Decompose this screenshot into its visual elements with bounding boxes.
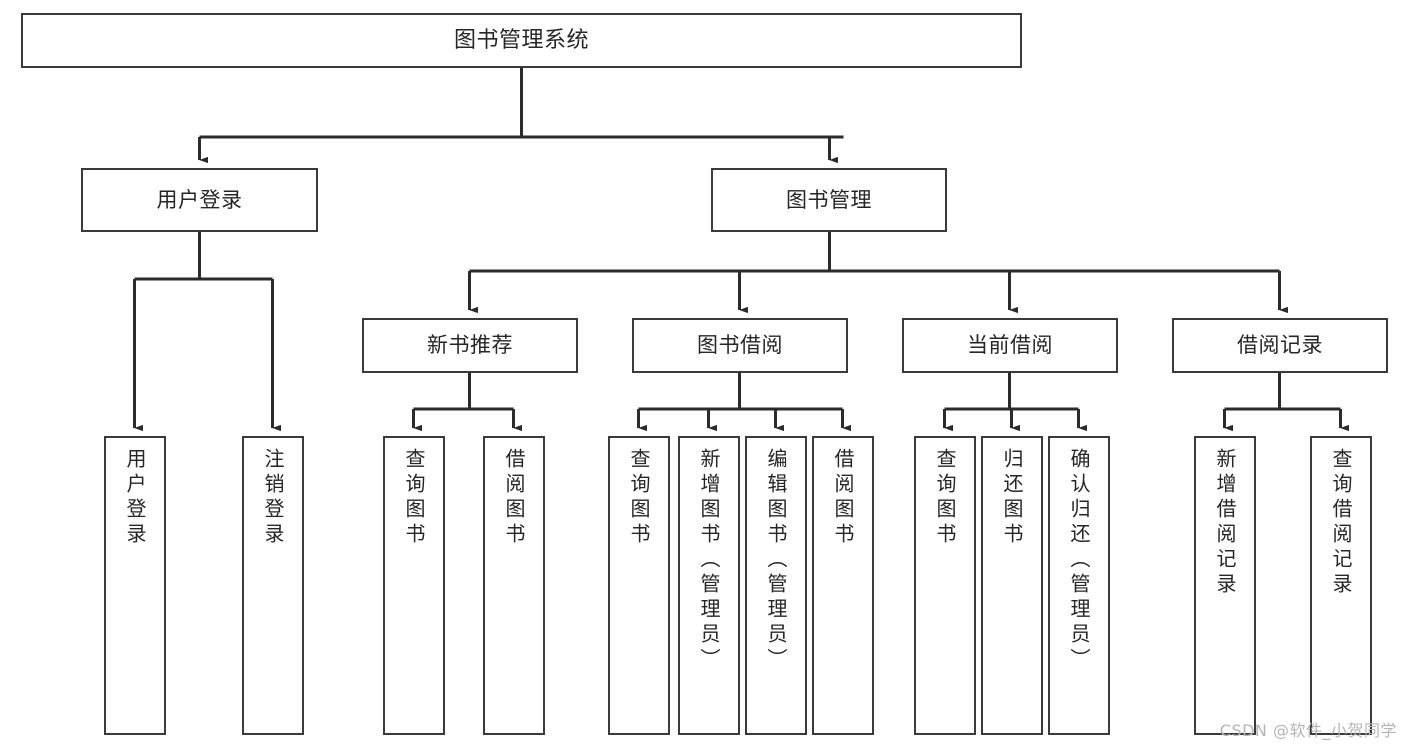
leaf-return-book[interactable]: 归还图书	[981, 436, 1043, 735]
node-label: 查询图书	[402, 448, 426, 548]
node-label: 借阅图书	[502, 448, 526, 548]
leaf-user-login[interactable]: 用户登录	[104, 436, 166, 735]
node-root-system[interactable]: 图书管理系统	[21, 13, 1022, 68]
node-label: 新增图书（管理员）	[697, 448, 721, 673]
node-label: 归还图书	[1000, 448, 1024, 548]
leaf-query-book-current[interactable]: 查询图书	[914, 436, 976, 735]
node-label: 用户登录	[156, 187, 243, 212]
node-label: 查询图书	[933, 448, 957, 548]
leaf-edit-book-admin[interactable]: 编辑图书（管理员）	[745, 436, 807, 735]
node-label: 查询图书	[627, 448, 651, 548]
node-label: 新增借阅记录	[1213, 448, 1237, 598]
node-user-login[interactable]: 用户登录	[81, 168, 318, 232]
node-book-manage[interactable]: 图书管理	[711, 168, 947, 232]
node-borrow-record[interactable]: 借阅记录	[1172, 318, 1388, 373]
leaf-add-borrow-record[interactable]: 新增借阅记录	[1194, 436, 1256, 735]
leaf-confirm-return-admin[interactable]: 确认归还（管理员）	[1048, 436, 1110, 735]
leaf-query-book-recommend[interactable]: 查询图书	[383, 436, 445, 735]
node-new-book-recommend[interactable]: 新书推荐	[362, 318, 578, 373]
node-label: 新书推荐	[427, 333, 513, 358]
leaf-borrow-book[interactable]: 借阅图书	[812, 436, 874, 735]
node-label: 借阅记录	[1237, 333, 1323, 358]
node-book-borrow[interactable]: 图书借阅	[632, 318, 848, 373]
node-current-borrow[interactable]: 当前借阅	[902, 318, 1118, 373]
node-label: 图书借阅	[697, 333, 783, 358]
node-label: 借阅图书	[831, 448, 855, 548]
node-label: 图书管理	[786, 187, 872, 212]
node-label: 确认归还（管理员）	[1067, 448, 1091, 673]
leaf-add-book-admin[interactable]: 新增图书（管理员）	[678, 436, 740, 735]
leaf-query-book-borrow[interactable]: 查询图书	[608, 436, 670, 735]
node-label: 图书管理系统	[453, 27, 589, 53]
leaf-logout[interactable]: 注销登录	[242, 436, 304, 735]
leaf-borrow-book-recommend[interactable]: 借阅图书	[483, 436, 545, 735]
csdn-watermark: CSDN @软件_小贺同学	[1219, 721, 1397, 740]
node-label: 注销登录	[261, 448, 285, 548]
leaf-query-borrow-record[interactable]: 查询借阅记录	[1310, 436, 1372, 735]
node-label: 用户登录	[123, 448, 147, 548]
node-label: 编辑图书（管理员）	[764, 448, 788, 673]
node-label: 当前借阅	[967, 333, 1053, 358]
node-label: 查询借阅记录	[1329, 448, 1353, 598]
